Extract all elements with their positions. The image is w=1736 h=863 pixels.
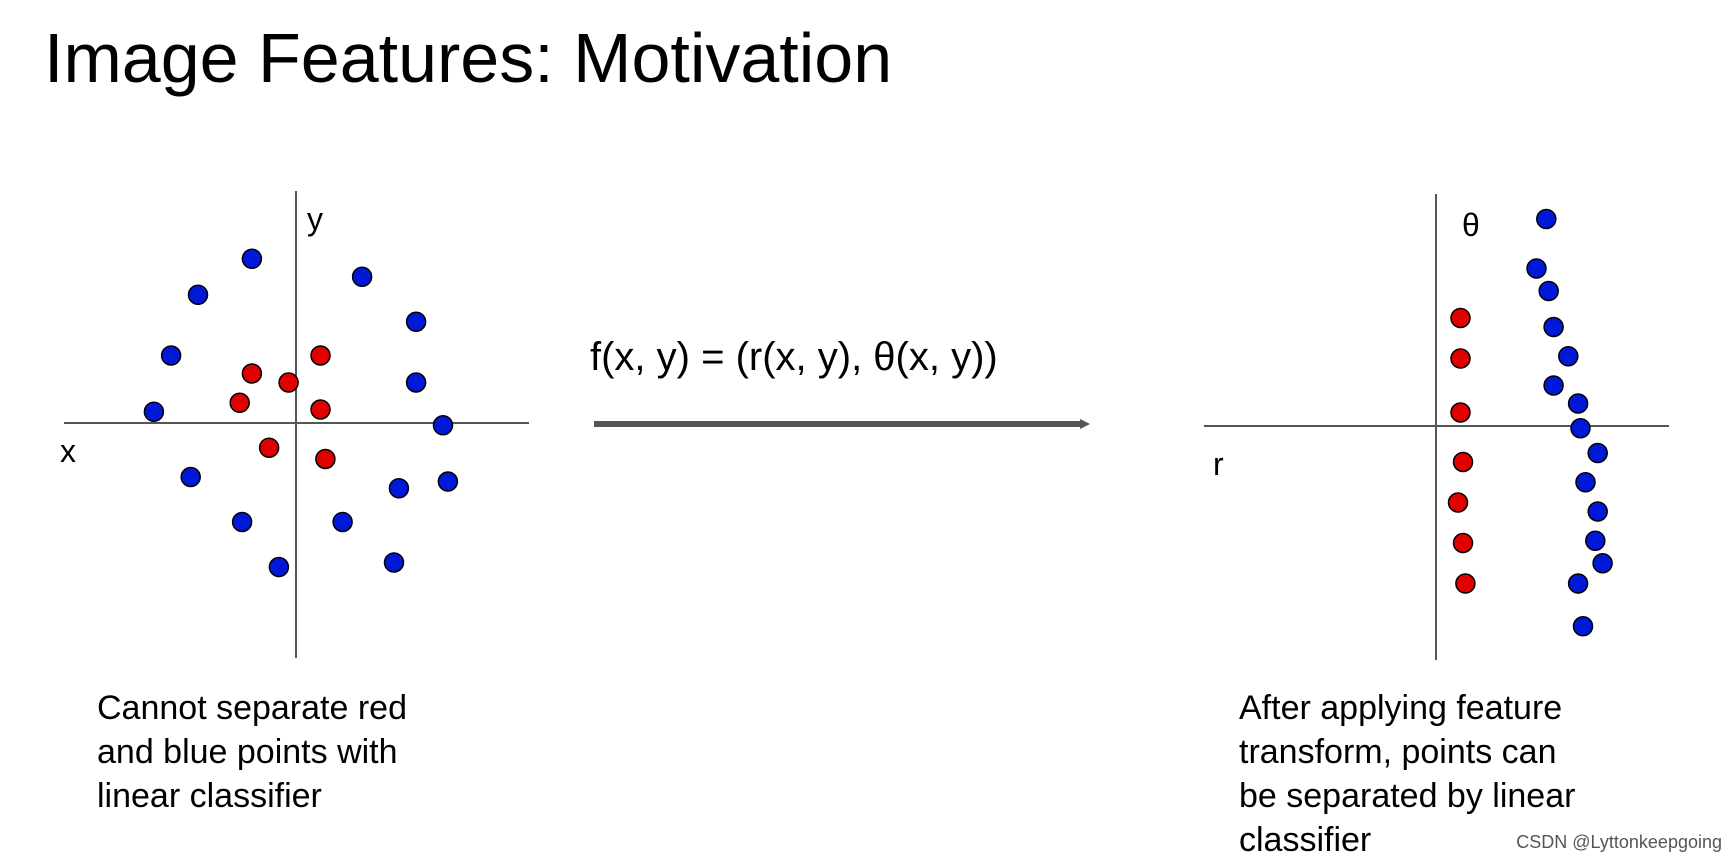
left-red-point: [278, 372, 299, 393]
left-red-point: [229, 392, 250, 414]
right-red-point: [1450, 402, 1471, 423]
slide-title: Image Features: Motivation: [44, 19, 893, 97]
right-caption-line: After applying feature: [1239, 689, 1563, 727]
left-caption-line: linear classifier: [97, 777, 322, 815]
right-blue-point: [1526, 258, 1547, 279]
left-blue-point: [180, 466, 201, 488]
left-red-point: [310, 345, 331, 366]
right-blue-point: [1558, 346, 1579, 367]
left-red-point: [310, 399, 331, 420]
right-x-axis-label: r: [1213, 446, 1224, 482]
right-blue-point: [1572, 616, 1594, 637]
transform: f(x, y) = (r(x, y), θ(x, y)): [590, 335, 1090, 429]
watermark: CSDN @Lyttonkeepgoing: [1516, 832, 1722, 852]
left-blue-point: [231, 511, 253, 533]
right-red-point: [1452, 451, 1474, 473]
right-y-axis-label: θ: [1462, 207, 1480, 243]
right-red-point: [1450, 348, 1471, 369]
left-blue-point: [405, 311, 427, 333]
left-blue-point: [437, 471, 459, 492]
left-blue-point: [241, 248, 263, 270]
left-blue-point: [388, 478, 410, 499]
right-red-point: [1450, 307, 1471, 329]
left-points: [143, 248, 459, 578]
right-blue-point: [1543, 375, 1564, 396]
left-scatter-plot: x y: [60, 191, 529, 658]
right-caption-line: classifier: [1239, 821, 1372, 859]
right-blue-point: [1536, 208, 1557, 230]
left-blue-point: [143, 401, 165, 423]
left-x-axis-label: x: [60, 433, 76, 469]
right-points: [1447, 208, 1613, 637]
right-blue-point: [1585, 530, 1606, 552]
right-blue-point: [1567, 573, 1589, 594]
left-red-point: [241, 363, 263, 384]
right-caption-line: be separated by linear: [1239, 777, 1576, 815]
right-red-point: [1455, 573, 1476, 594]
right-blue-point: [1538, 280, 1559, 302]
left-blue-point: [187, 284, 209, 306]
right-blue-point: [1587, 501, 1608, 522]
right-blue-point: [1567, 393, 1589, 414]
right-caption-line: transform, points can: [1239, 733, 1557, 771]
right-scatter-plot: r θ: [1204, 194, 1669, 660]
left-caption-line: Cannot separate red: [97, 689, 407, 727]
right-red-point: [1452, 532, 1474, 554]
right-caption: After applying feature transform, points…: [1239, 686, 1679, 862]
right-blue-point: [1575, 472, 1596, 493]
right-blue-point: [1592, 553, 1613, 574]
left-blue-point: [432, 415, 454, 436]
left-blue-point: [160, 345, 182, 366]
left-blue-point: [405, 372, 427, 393]
right-blue-point: [1570, 418, 1591, 439]
left-y-axis-label: y: [307, 201, 323, 237]
left-red-point: [315, 448, 336, 470]
right-blue-point: [1587, 442, 1608, 464]
left-blue-point: [351, 266, 373, 288]
right-red-point: [1447, 492, 1469, 513]
right-blue-point: [1543, 316, 1564, 338]
left-blue-point: [268, 556, 290, 578]
left-blue-point: [383, 552, 405, 573]
left-caption: Cannot separate red and blue points with…: [97, 686, 517, 818]
left-red-point: [258, 437, 280, 459]
left-blue-point: [332, 511, 353, 533]
left-caption-line: and blue points with: [97, 733, 398, 771]
transform-label: f(x, y) = (r(x, y), θ(x, y)): [590, 335, 998, 379]
